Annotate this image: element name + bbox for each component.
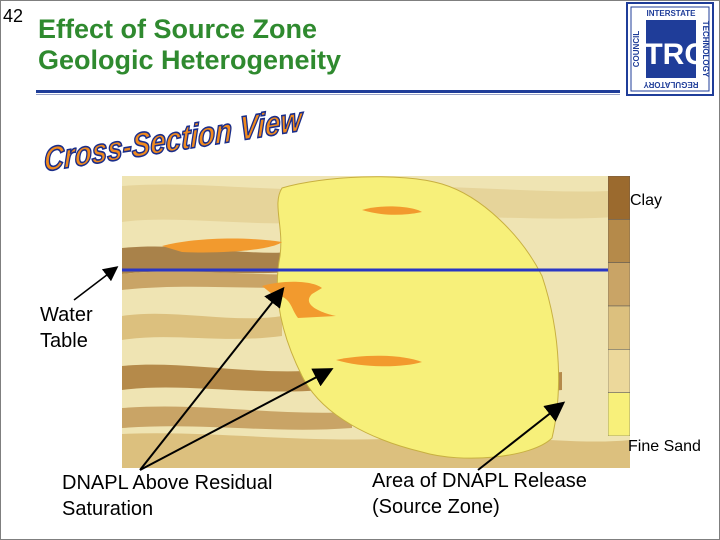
itrc-logo: ITRC INTERSTATE REGULATORY COUNCIL TECHN… [626, 2, 714, 96]
cross-section-wordart: Cross-Section View [43, 108, 305, 172]
legend-swatch [608, 305, 630, 350]
title-divider-shadow [36, 94, 620, 95]
logo-bottom-text: REGULATORY [643, 80, 699, 89]
title-divider [36, 90, 620, 93]
water-table-label: Water Table [40, 304, 93, 352]
legend-label-clay: Clay [630, 192, 663, 209]
clay-lens [122, 246, 292, 274]
title-line-1: Effect of Source Zone [38, 14, 318, 44]
legend-swatch [608, 176, 630, 220]
dnapl-above-residual-label: DNAPL Above Residual Saturation [62, 472, 273, 520]
logo-center-text: ITRC [636, 38, 706, 71]
title-line-2: Geologic Heterogeneity [38, 45, 342, 75]
legend-label-fine-sand: Fine Sand [628, 438, 701, 455]
slide-title: Effect of Source Zone Geologic Heterogen… [38, 14, 341, 76]
dnapl-pool [362, 206, 422, 215]
cross-section-diagram [122, 176, 630, 468]
slide-number: 42 [3, 6, 24, 26]
legend-swatch [608, 349, 630, 393]
logo-left-text: COUNCIL [632, 31, 641, 68]
legend-swatch [608, 392, 630, 436]
legend-swatch [608, 262, 630, 307]
source-zone-label: Area of DNAPL Release (Source Zone) [372, 470, 587, 518]
dnapl-pool [162, 238, 282, 253]
legend-swatch [608, 219, 630, 263]
logo-right-text: TECHNOLOGY [701, 21, 710, 78]
wordart-text: Cross-Section View [44, 108, 304, 172]
logo-top-text: INTERSTATE [646, 9, 696, 18]
dnapl-pool [336, 355, 422, 367]
sediment-legend [608, 176, 630, 436]
